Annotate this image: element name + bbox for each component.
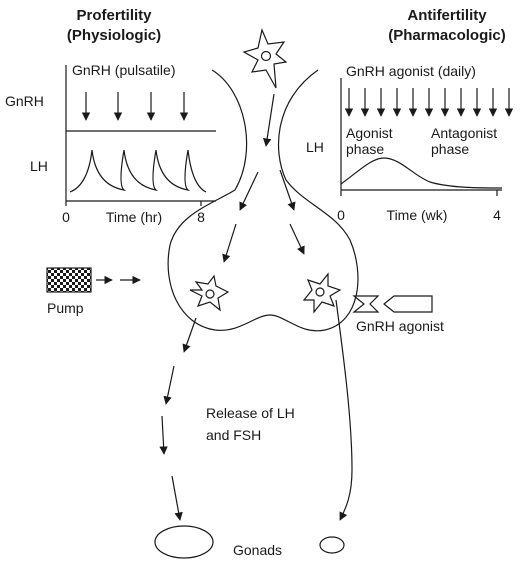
antifertility-panel: Antifertility (Pharmacologic) GnRH agoni… [306,7,514,223]
gnrh-row-label: GnRH [5,93,44,109]
agonist-chevron [352,295,380,313]
gonadotroph-nucleus-left [205,289,215,299]
right-axis-label: Time (wk) [387,207,448,223]
gonadotroph-nucleus-right [315,287,325,297]
right-path-arrow [335,299,353,521]
agonist-block-arrow [383,295,433,313]
antagonist-phase-line1: Antagonist [431,125,497,141]
gnrh-agonist-input: GnRH agonist [352,295,444,334]
neuron-down-arrow [262,93,275,147]
hypothalamic-neuron [242,28,288,147]
gonad-large [154,525,214,559]
right-axis-max: 4 [493,207,501,223]
gonads-label: Gonads [233,542,282,558]
profertility-title: Profertility [76,7,152,24]
left-axis-max: 8 [197,209,205,225]
release-arrow-2 [163,365,175,405]
neuron-nucleus [260,50,272,62]
left-axis-label: Time (hr) [106,209,162,225]
profertility-panel: Profertility (Physiologic) GnRH (pulsati… [5,7,216,225]
antifertility-title: Antifertility [407,7,487,24]
pump-device: Pump [46,267,141,316]
physiologic-subtitle: (Physiologic) [67,27,161,44]
lh-row-label-left: LH [30,158,48,174]
antagonist-phase-line2: phase [431,141,469,157]
gnrh-agonist-label: GnRH agonist [356,318,444,334]
release-arrow-4 [171,475,183,521]
pump-label: Pump [47,300,84,316]
release-arrow-1 [182,317,197,353]
agonist-phase-line2: phase [346,141,384,157]
gonad-small [319,536,345,554]
right-axis-min: 0 [337,207,345,223]
gonadotroph-cell-right [302,272,342,314]
pharmacologic-subtitle: (Pharmacologic) [388,27,506,44]
pump-box [46,267,92,293]
arrow-to-gonadotroph-left [222,223,237,263]
arrow-to-gonadotroph-right [289,223,305,255]
gonadotroph-cell-left [189,274,230,312]
pulsatile-lh-curve [69,149,207,193]
release-line2: and FSH [206,427,261,443]
gnrh-pulsatile-label: GnRH (pulsatile) [72,62,175,78]
lh-row-label-right: LH [306,139,324,155]
inner-arrow-left [239,171,259,211]
gnrh-agonist-daily-label: GnRH agonist (daily) [346,63,476,79]
pituitary-outline [167,69,359,332]
daily-arrows [344,88,514,117]
inner-arrow-right [279,169,296,211]
release-arrow-3 [159,415,168,455]
agonist-lh-curve [340,157,503,189]
left-axis-min: 0 [62,209,70,225]
release-line1: Release of LH [206,405,295,421]
agonist-phase-line1: Agonist [346,125,393,141]
